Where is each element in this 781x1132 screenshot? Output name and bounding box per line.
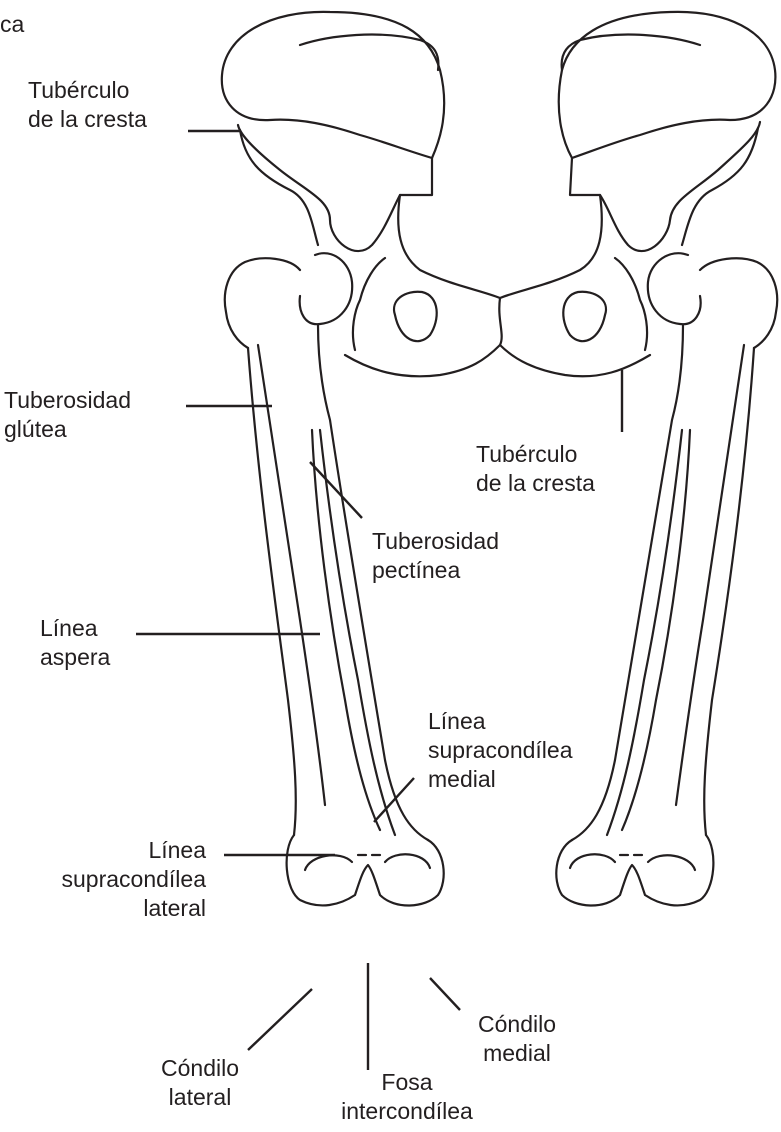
- label-line: Tuberosidad: [4, 386, 131, 415]
- label-linea-supracondilea-medial: Línea supracondílea medial: [428, 707, 573, 794]
- leader-condilo-medial: [430, 978, 460, 1010]
- label-condilo-lateral: Cóndilo lateral: [145, 1054, 255, 1112]
- label-line: Línea: [428, 707, 573, 736]
- left-ilium: [222, 12, 444, 251]
- right-ilium: [559, 12, 776, 251]
- label-condilo-medial: Cóndilo medial: [462, 1010, 572, 1068]
- label-tuberosidad-pectinea: Tuberosidad pectínea: [372, 527, 499, 585]
- label-tuberculo-cresta-right: Tubérculo de la cresta: [476, 440, 595, 498]
- label-line: aspera: [40, 643, 110, 672]
- label-linea-supracondilea-lateral: Línea supracondílea lateral: [6, 836, 206, 923]
- label-line: medial: [462, 1039, 572, 1068]
- leader-condilo-lateral: [248, 989, 312, 1050]
- pubis-ischium: [345, 195, 650, 376]
- label-line: medial: [428, 765, 573, 794]
- label-line: Tubérculo: [28, 76, 147, 105]
- right-femur: [556, 253, 777, 905]
- label-line: Cóndilo: [145, 1054, 255, 1083]
- leader-lines: [136, 131, 622, 1070]
- label-tuberosidad-glutea: Tuberosidad glútea: [4, 386, 131, 444]
- label-fosa-intercondilea: Fosa intercondílea: [332, 1068, 482, 1126]
- label-line: Tuberosidad: [372, 527, 499, 556]
- label-line: de la cresta: [28, 105, 147, 134]
- label-line: supracondílea: [428, 736, 573, 765]
- label-tuberculo-cresta-left: Tubérculo de la cresta: [28, 76, 147, 134]
- label-line: Tubérculo: [476, 440, 595, 469]
- label-line: lateral: [6, 894, 206, 923]
- label-line: Línea: [6, 836, 206, 865]
- label-line: glútea: [4, 415, 131, 444]
- label-line: Línea: [40, 614, 110, 643]
- label-line: lateral: [145, 1083, 255, 1112]
- cut-text-top-left: ca: [0, 10, 24, 39]
- label-line: Fosa: [332, 1068, 482, 1097]
- label-line: pectínea: [372, 556, 499, 585]
- label-line: supracondílea: [6, 865, 206, 894]
- label-line: de la cresta: [476, 469, 595, 498]
- label-line: Cóndilo: [462, 1010, 572, 1039]
- label-line: intercondílea: [332, 1097, 482, 1126]
- label-linea-aspera: Línea aspera: [40, 614, 110, 672]
